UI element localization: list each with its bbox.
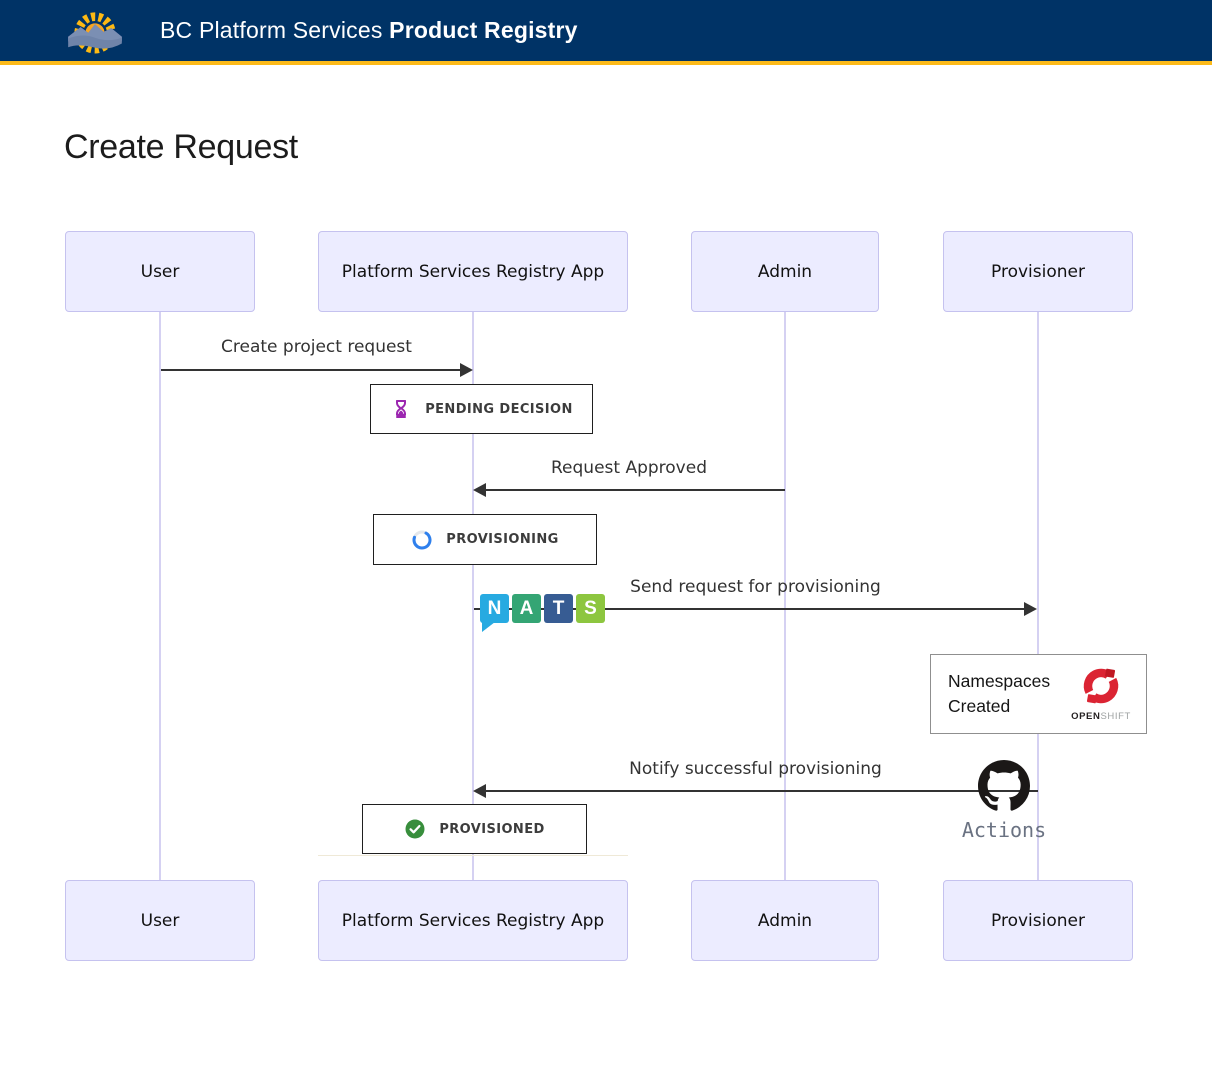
lifeline-admin — [784, 312, 786, 880]
actor-bottom-user: User — [65, 880, 255, 961]
actor-top-admin: Admin — [691, 231, 879, 312]
status-label: PENDING DECISION — [425, 401, 573, 417]
nats-letter: N — [487, 597, 502, 619]
actor-top-registry-app: Platform Services Registry App — [318, 231, 628, 312]
message-label-send-request: Send request for provisioning — [630, 577, 881, 597]
arrowhead-right-icon — [1024, 602, 1037, 616]
status-label: PROVISIONING — [446, 532, 559, 547]
status-provisioned: PROVISIONED — [362, 804, 587, 854]
nats-letter: T — [552, 597, 565, 619]
message-arrow-send-request — [474, 608, 1025, 610]
status-pending-decision: PENDING DECISION — [370, 384, 593, 434]
openshift-word-open: OPEN — [1071, 711, 1101, 722]
actor-label: Admin — [757, 261, 813, 282]
openshift-logo: OPENSHIFT — [1068, 666, 1134, 722]
message-arrow-request-approved — [481, 489, 785, 491]
header-title: BC Platform Services Product Registry — [160, 17, 578, 44]
actor-bottom-provisioner: Provisioner — [943, 880, 1133, 961]
actor-label: Provisioner — [991, 910, 1085, 931]
actor-label: Platform Services Registry App — [341, 910, 605, 931]
nats-logo: N A T S — [480, 594, 605, 632]
openshift-word-shift: SHIFT — [1100, 711, 1131, 722]
page-title: Create Request — [64, 128, 298, 166]
actor-label: Platform Services Registry App — [341, 261, 605, 282]
message-arrow-notify-provisioning — [481, 790, 1038, 792]
actor-bottom-registry-app: Platform Services Registry App — [318, 880, 628, 961]
openshift-wordmark: OPENSHIFT — [1071, 711, 1131, 722]
header-title-bold: Product Registry — [389, 17, 578, 43]
github-octocat-icon — [978, 760, 1030, 811]
arrowhead-left-icon — [473, 483, 486, 497]
note-namespaces-created: Namespaces Created OPENSHIFT — [930, 654, 1147, 734]
header-brand-link[interactable]: BC Platform Services Product Registry — [0, 8, 578, 54]
actor-label: User — [140, 261, 180, 282]
actor-label: Admin — [757, 910, 813, 931]
actor-label: Provisioner — [991, 261, 1085, 282]
nats-tile-t: T — [544, 594, 573, 623]
github-actions-caption: Actions — [961, 818, 1047, 842]
hourglass-icon — [390, 398, 412, 420]
actor-bottom-admin: Admin — [691, 880, 879, 961]
note-underline-decoration — [318, 855, 628, 856]
message-label-notify-provisioning: Notify successful provisioning — [629, 759, 882, 779]
note-text: Namespaces Created — [948, 669, 1050, 719]
openshift-ring-icon — [1083, 668, 1119, 704]
message-arrow-create-project-request — [161, 369, 461, 371]
actor-top-provisioner: Provisioner — [943, 231, 1133, 312]
bc-gov-logo-icon — [68, 11, 122, 54]
nats-speech-tail — [482, 622, 495, 632]
lifeline-provisioner — [1037, 312, 1039, 880]
status-provisioning: PROVISIONING — [373, 514, 597, 565]
header-title-regular: BC Platform Services — [160, 17, 383, 43]
nats-letter: A — [519, 597, 534, 619]
nats-tile-a: A — [512, 594, 541, 623]
message-label-create-project-request: Create project request — [221, 337, 412, 357]
note-text-line2: Created — [948, 696, 1011, 716]
spinner-icon — [411, 529, 433, 551]
check-circle-icon — [404, 818, 426, 840]
actor-top-user: User — [65, 231, 255, 312]
status-label: PROVISIONED — [439, 821, 545, 837]
app-header: BC Platform Services Product Registry — [0, 0, 1212, 65]
nats-tile-n: N — [480, 594, 509, 632]
note-text-line1: Namespaces — [948, 671, 1051, 691]
arrowhead-right-icon — [460, 363, 473, 377]
nats-tile-s: S — [576, 594, 605, 623]
actor-label: User — [140, 910, 180, 931]
arrowhead-left-icon — [473, 784, 486, 798]
lifeline-registry-app — [472, 312, 474, 880]
lifeline-user — [159, 312, 161, 880]
message-label-request-approved: Request Approved — [551, 458, 707, 478]
nats-letter: S — [584, 597, 597, 619]
